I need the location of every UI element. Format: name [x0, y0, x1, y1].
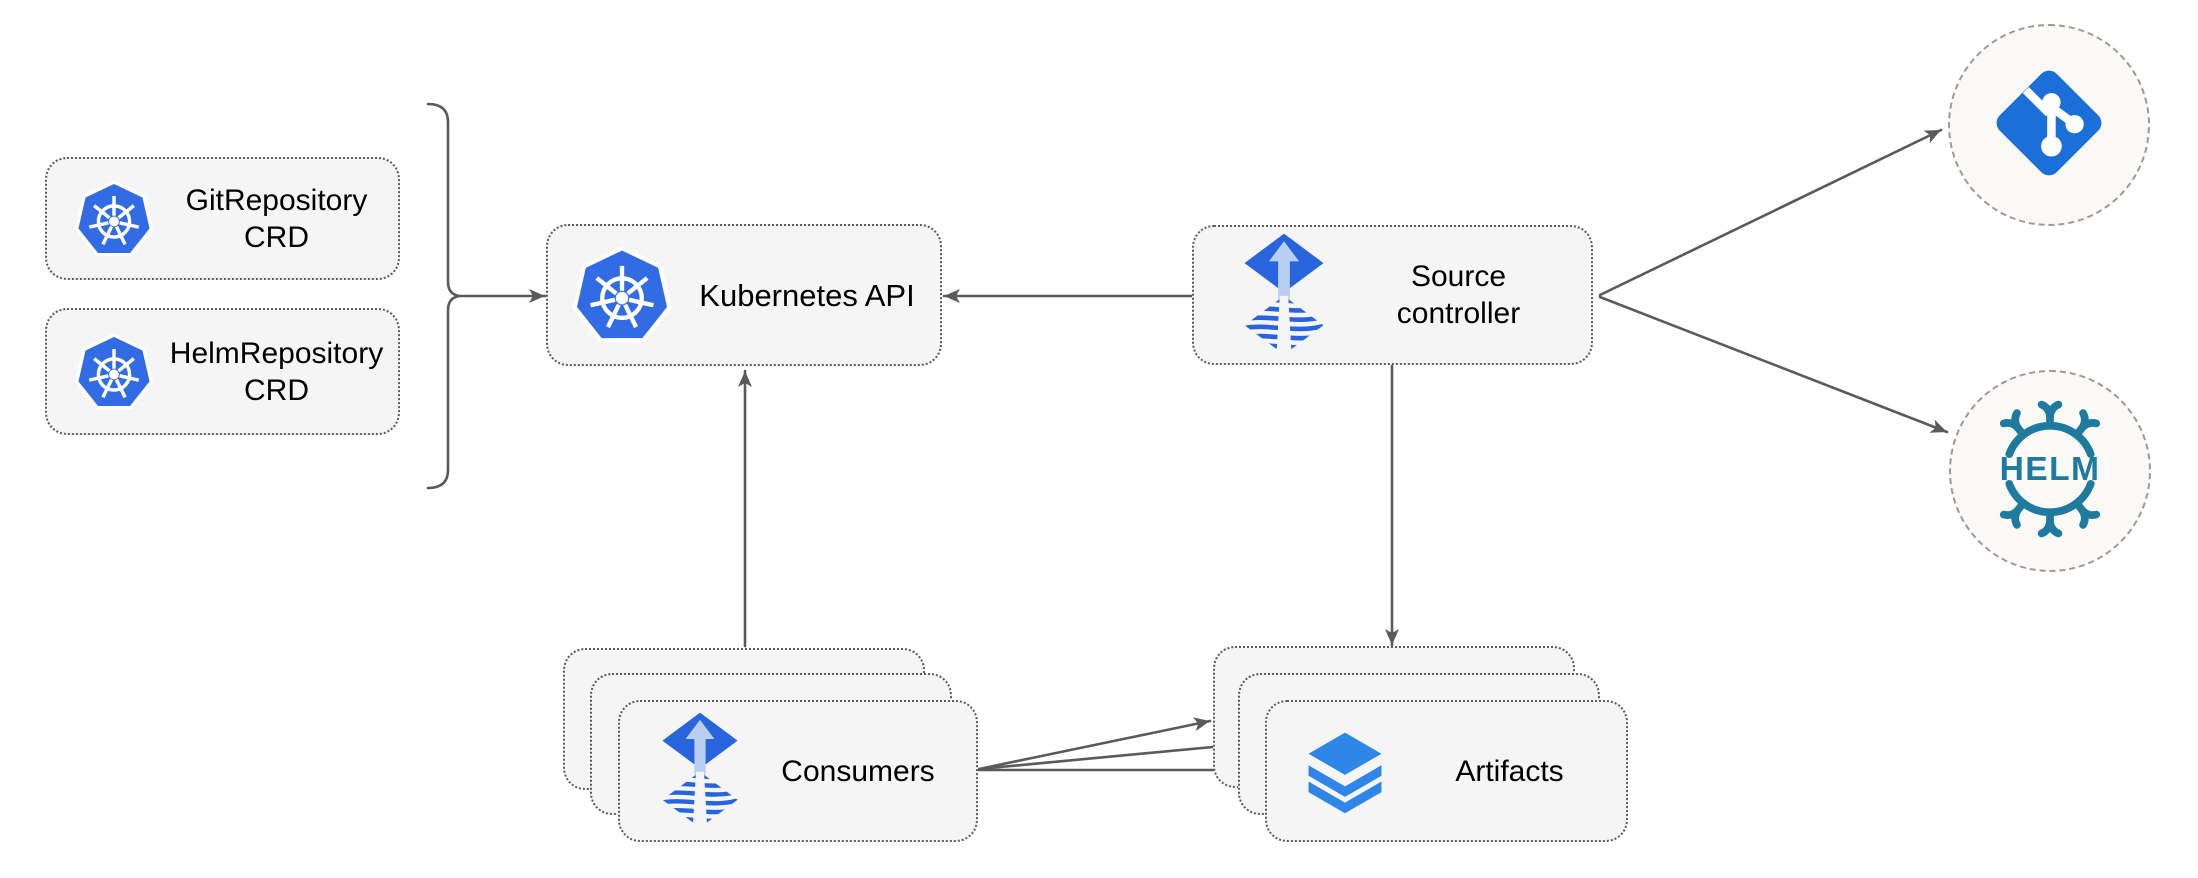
- helm-icon: HELM: [1980, 399, 2120, 544]
- node-label: Artifacts: [1455, 754, 1564, 788]
- kubernetes-icon: [570, 243, 674, 347]
- node-label: Kubernetes API: [699, 277, 915, 313]
- crd-group-bracket: [426, 102, 460, 490]
- node-source-controller: Source controller: [1192, 225, 1593, 365]
- node-kubernetes-api: Kubernetes API: [546, 224, 942, 366]
- kubernetes-icon: [73, 178, 155, 260]
- node-consumers: Consumers: [618, 700, 978, 842]
- node-label: HelmRepository CRD: [169, 336, 384, 407]
- node-label: Source controller: [1396, 260, 1521, 330]
- node-label: Consumers: [781, 754, 935, 788]
- helm-wordmark: HELM: [2000, 451, 2101, 488]
- flux-icon: [1242, 232, 1326, 358]
- node-helmrepository-crd: HelmRepository CRD: [45, 308, 400, 435]
- git-icon: [1988, 62, 2110, 189]
- flux-icon: [660, 711, 740, 831]
- layers-icon: [1297, 723, 1393, 819]
- node-git-remote: [1948, 24, 2150, 226]
- node-gitrepository-crd: GitRepository CRD: [45, 157, 400, 280]
- node-helm-remote: HELM: [1949, 370, 2151, 572]
- edge-consumers-to-artifacts-1: [977, 717, 1212, 771]
- edge-source-to-git: [1598, 128, 1943, 297]
- kubernetes-icon: [73, 331, 155, 413]
- edge-consumers-to-artifacts-2: [977, 739, 1236, 771]
- edge-source-to-helm: [1598, 295, 1949, 434]
- node-artifacts: Artifacts: [1265, 700, 1628, 842]
- node-consumers-stack: Consumers: [563, 648, 980, 842]
- node-artifacts-stack: Artifacts: [1213, 646, 1628, 842]
- node-label: GitRepository CRD: [185, 183, 368, 254]
